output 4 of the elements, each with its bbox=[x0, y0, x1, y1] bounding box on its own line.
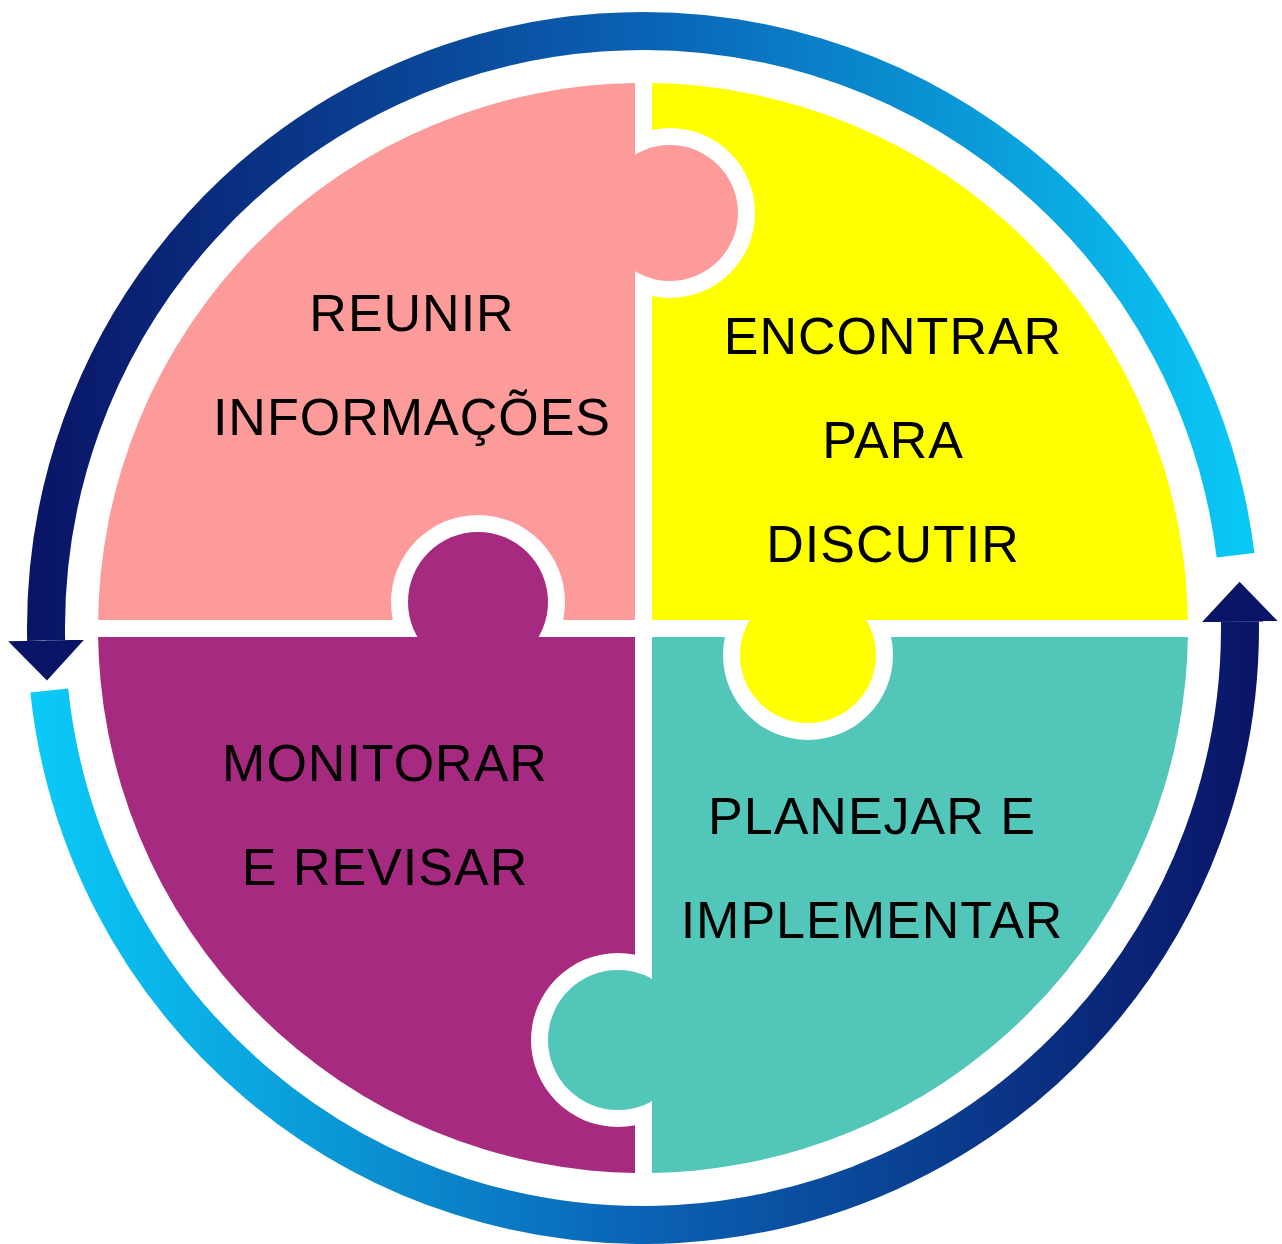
piece-label: REUNIR INFORMAÇÕES bbox=[211, 283, 613, 448]
piece-label: ENCONTRAR PARA DISCUTIR bbox=[722, 306, 1064, 575]
piece-label: PLANEJAR E IMPLEMENTAR bbox=[679, 786, 1065, 951]
piece-label: MONITORAR E REVISAR bbox=[221, 733, 549, 898]
